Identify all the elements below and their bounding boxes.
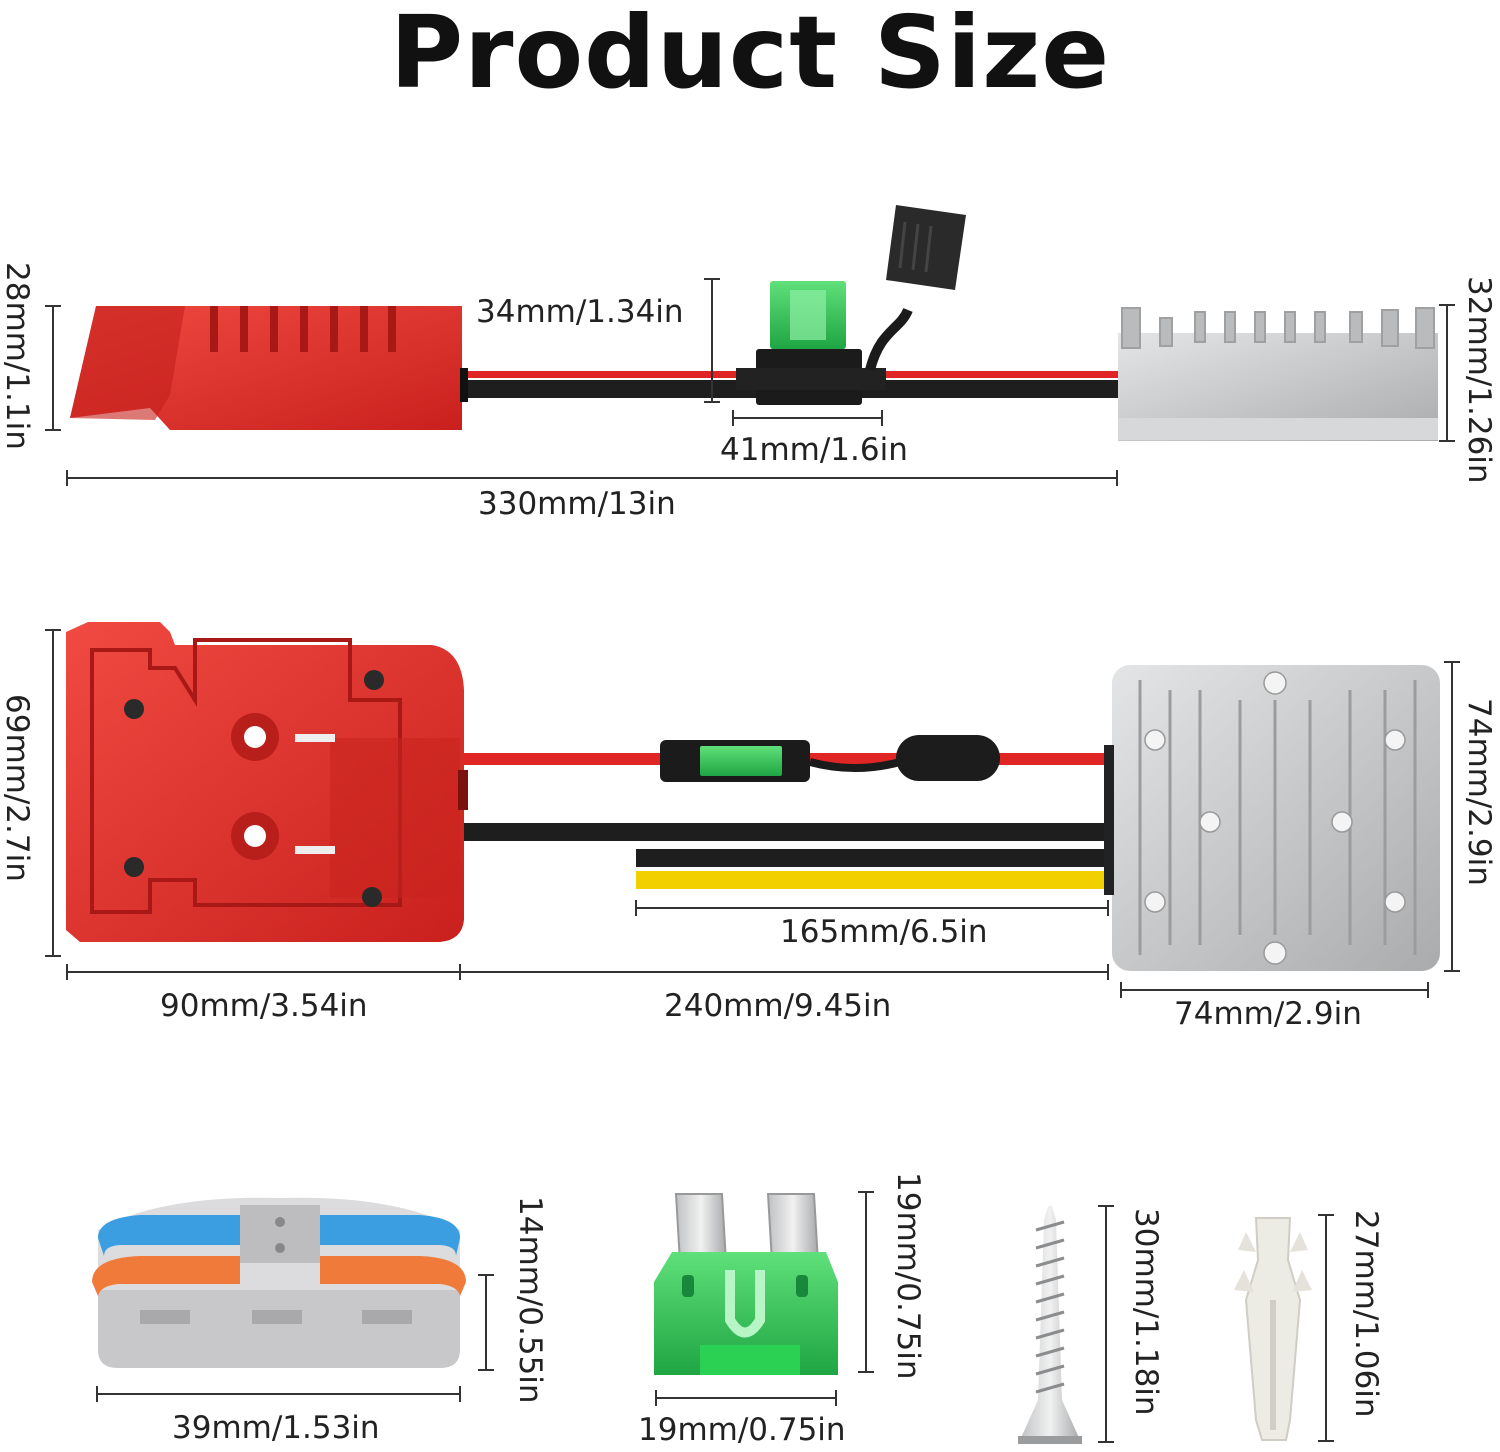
side-adapter-height-label: 28mm/1.1in [0,262,35,450]
wall-anchor [1234,1217,1312,1441]
side-converter [1118,307,1438,441]
top-dimension-lines [45,629,1460,998]
lever-connector [92,1197,466,1368]
accessory-dimension-lines [96,1191,1334,1443]
side-fuse-holder-height-label: 34mm/1.34in [476,294,684,330]
screw [1018,1206,1082,1444]
screw-length-label: 30mm/1.18in [1128,1208,1164,1416]
connector-height-label: 14mm/0.55in [512,1196,548,1404]
top-adapter-width-label: 90mm/3.54in [160,988,368,1024]
side-converter-height-label: 32mm/1.26in [1461,276,1497,484]
side-adapter [70,306,468,430]
top-converter-width-label: 74mm/2.9in [1174,996,1362,1032]
top-adapter [66,622,468,942]
side-fuse-holder [736,205,966,405]
fuse-width-label: 19mm/0.75in [638,1412,846,1448]
side-fuse-holder-width-label: 41mm/1.6in [720,432,908,468]
fuse-height-label: 19mm/0.75in [890,1172,926,1380]
page-title: Product Size [389,0,1111,111]
side-total-length-label: 330mm/13in [478,486,676,522]
top-output-wire-length-label: 165mm/6.5in [780,914,988,950]
top-fuse-holder [660,735,1000,782]
top-converter [1104,665,1440,971]
side-dimension-lines [45,278,1455,486]
blade-fuse [654,1193,838,1375]
top-adapter-height-label: 69mm/2.7in [0,694,35,882]
top-cable-length-label: 240mm/9.45in [664,988,892,1024]
top-wires [462,753,1108,889]
top-converter-height-label: 74mm/2.9in [1461,698,1497,886]
connector-width-label: 39mm/1.53in [172,1410,380,1446]
anchor-length-label: 27mm/1.06in [1348,1210,1384,1418]
